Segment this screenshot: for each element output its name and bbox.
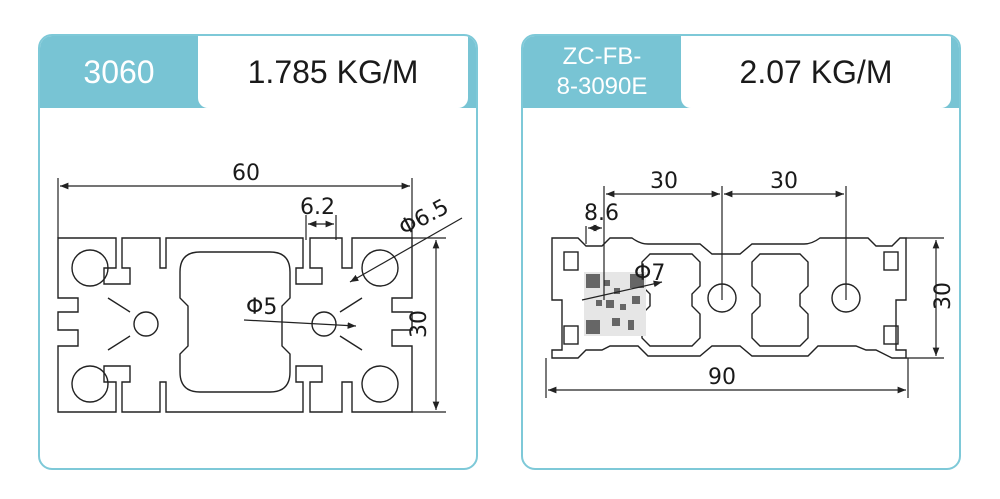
model-label: 3060 [83, 53, 155, 90]
weight-label: 2.07 KG/M [681, 36, 951, 108]
profile-card-3090: ZC-FB- 8-3090E 2.07 KG/M [521, 34, 961, 470]
model-line-2: 8-3090E [556, 73, 648, 100]
weight-label: 1.785 KG/M [198, 36, 468, 108]
model-label: ZC-FB- 8-3090E [523, 36, 681, 108]
profile-card-3060: 3060 1.785 KG/M [38, 34, 478, 470]
model-line-1: ZC-FB- [562, 43, 642, 70]
